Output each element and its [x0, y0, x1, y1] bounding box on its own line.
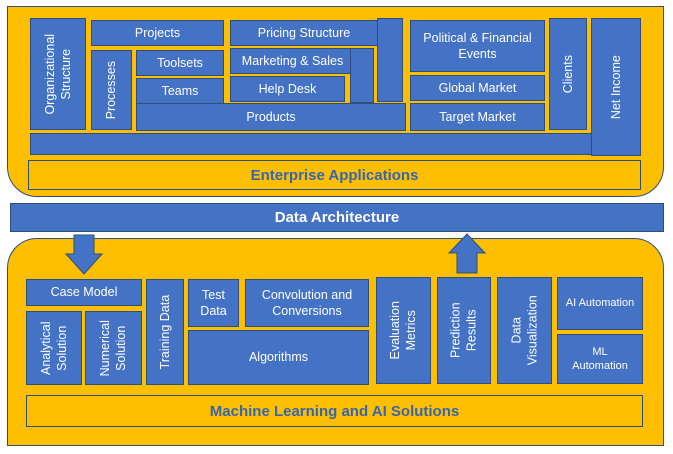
pricing-structure-extension [377, 18, 403, 102]
case-model-box: Case Model [26, 279, 142, 306]
analytical-solution-box: Analytical Solution [26, 311, 82, 385]
numerical-solution-box: Numerical Solution [85, 311, 142, 385]
ai-automation-box: AI Automation [557, 277, 643, 330]
organizational-structure-box: Organizational Structure [30, 18, 86, 130]
data-visualization-box: Data Visualization [497, 277, 552, 384]
algorithms-box: Algorithms [188, 330, 369, 385]
political-financial-box: Political & Financial Events [410, 20, 545, 72]
pricing-structure-box: Pricing Structure [230, 20, 378, 46]
marketing-sales-extension [350, 48, 374, 103]
products-box: Products [136, 103, 406, 131]
up-arrow-icon [447, 233, 487, 274]
ml-ai-solutions-title: Machine Learning and AI Solutions [26, 395, 643, 427]
marketing-sales-box: Marketing & Sales [230, 48, 355, 74]
data-architecture-bar: Data Architecture [10, 203, 664, 232]
projects-box: Projects [91, 20, 224, 46]
prediction-results-box: Prediction Results [437, 277, 491, 384]
training-data-box: Training Data [146, 279, 184, 385]
ml-automation-box: ML Automation [557, 334, 643, 384]
global-market-box: Global Market [410, 75, 545, 101]
toolsets-box: Toolsets [136, 50, 224, 76]
target-market-box: Target Market [410, 103, 545, 131]
evaluation-metrics-box: Evaluation Metrics [376, 277, 431, 384]
processes-box: Processes [91, 50, 132, 130]
enterprise-applications-title: Enterprise Applications [28, 160, 641, 190]
down-arrow-icon [64, 234, 104, 275]
test-data-box: Test Data [188, 279, 239, 327]
clients-box: Clients [549, 18, 587, 130]
net-income-box: Net Income [591, 18, 641, 156]
teams-box: Teams [136, 78, 224, 104]
enterprise-base-bar [30, 133, 592, 155]
convolution-box: Convolution and Conversions [245, 279, 369, 327]
help-desk-box: Help Desk [230, 76, 345, 102]
